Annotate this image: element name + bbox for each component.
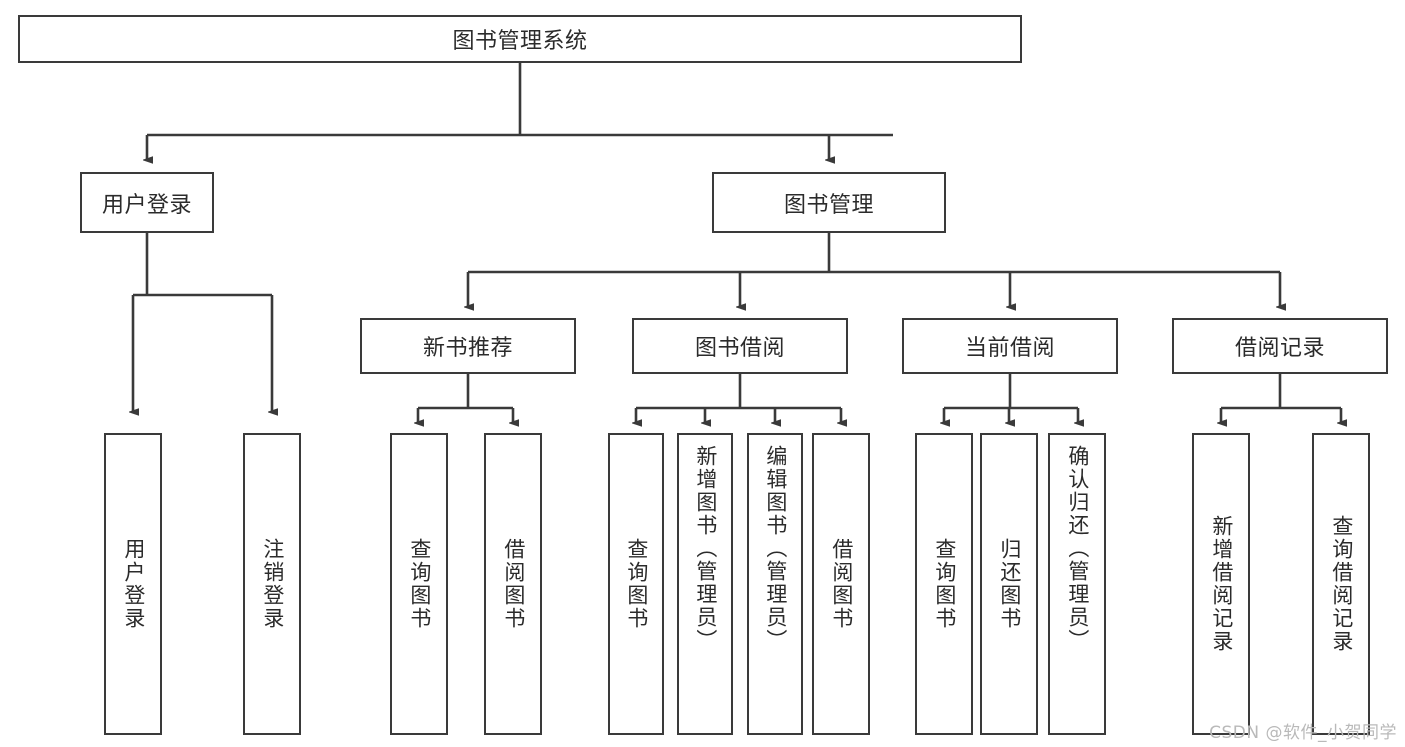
- leaf-label: 借阅图书: [501, 538, 526, 630]
- leaf-current-borrow-2[interactable]: 归还图书: [980, 433, 1038, 735]
- leaf-label: 用户登录: [121, 538, 146, 630]
- leaf-borrow-record-1[interactable]: 新增借阅记录: [1192, 433, 1250, 735]
- leaf-label: 新增借阅记录: [1209, 515, 1234, 653]
- leaf-book-borrow-4[interactable]: 借阅图书: [812, 433, 870, 735]
- leaf-label: 查询图书: [407, 538, 432, 630]
- leaf-label: 确认归还（管理员）: [1065, 445, 1090, 652]
- node-root-label: 图书管理系统: [452, 29, 588, 54]
- node-book-borrow-label: 图书借阅: [694, 336, 785, 361]
- leaf-label: 注销登录: [260, 538, 285, 630]
- leaf-label: 查询借阅记录: [1329, 515, 1354, 653]
- leaf-book-borrow-1[interactable]: 查询图书: [608, 433, 664, 735]
- node-borrow-record-label: 借阅记录: [1234, 336, 1325, 361]
- leaf-borrow-record-2[interactable]: 查询借阅记录: [1312, 433, 1370, 735]
- node-book-management[interactable]: 图书管理: [712, 172, 946, 233]
- leaf-user-login-1[interactable]: 用户登录: [104, 433, 162, 735]
- node-current-borrow[interactable]: 当前借阅: [902, 318, 1118, 374]
- node-new-book-recommend-label: 新书推荐: [422, 336, 513, 361]
- node-user-login[interactable]: 用户登录: [80, 172, 214, 233]
- leaf-label: 编辑图书（管理员）: [763, 445, 788, 652]
- leaf-label: 查询图书: [624, 538, 649, 630]
- node-current-borrow-label: 当前借阅: [964, 336, 1055, 361]
- leaf-label: 归还图书: [997, 538, 1022, 630]
- leaf-user-login-2[interactable]: 注销登录: [243, 433, 301, 735]
- node-root[interactable]: 图书管理系统: [18, 15, 1022, 63]
- leaf-book-borrow-3[interactable]: 编辑图书（管理员）: [747, 433, 803, 735]
- node-book-management-label: 图书管理: [783, 192, 874, 218]
- node-user-login-label: 用户登录: [101, 192, 192, 218]
- node-new-book-recommend[interactable]: 新书推荐: [360, 318, 576, 374]
- leaf-new-book-recommend-2[interactable]: 借阅图书: [484, 433, 542, 735]
- node-borrow-record[interactable]: 借阅记录: [1172, 318, 1388, 374]
- csdn-watermark: CSDN @软件_小贺同学: [1209, 723, 1397, 743]
- leaf-label: 借阅图书: [829, 538, 854, 630]
- leaf-label: 新增图书（管理员）: [693, 445, 718, 652]
- leaf-current-borrow-3[interactable]: 确认归还（管理员）: [1048, 433, 1106, 735]
- leaf-current-borrow-1[interactable]: 查询图书: [915, 433, 973, 735]
- leaf-book-borrow-2[interactable]: 新增图书（管理员）: [677, 433, 733, 735]
- node-book-borrow[interactable]: 图书借阅: [632, 318, 848, 374]
- leaf-new-book-recommend-1[interactable]: 查询图书: [390, 433, 448, 735]
- leaf-label: 查询图书: [932, 538, 957, 630]
